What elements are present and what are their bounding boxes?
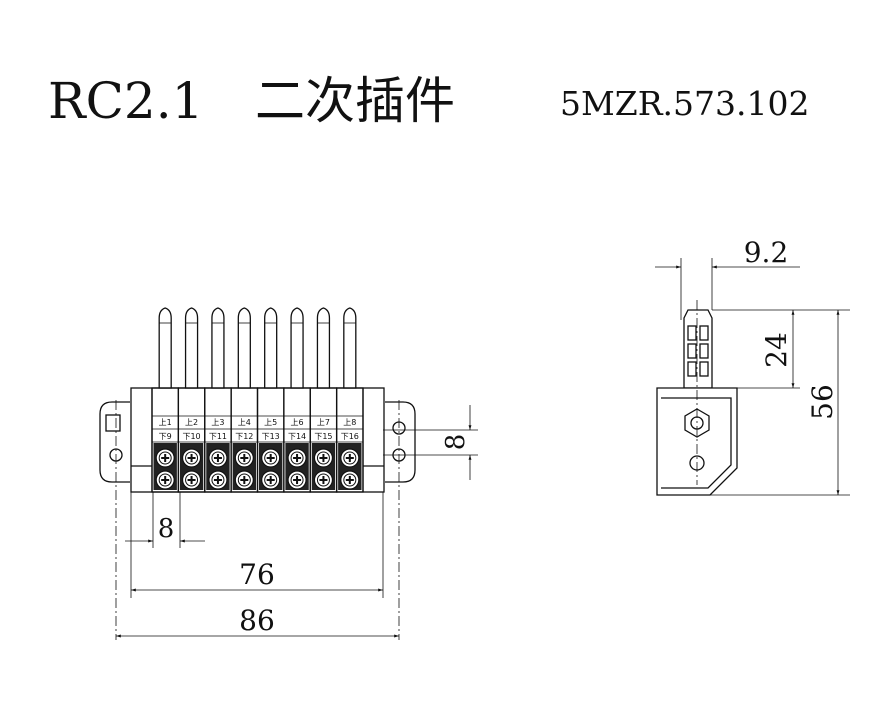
dim-overall-height: 56: [806, 384, 839, 420]
lower-terminal-label: 下11: [209, 432, 227, 441]
dim-vertical-pitch: 8: [441, 434, 471, 451]
terminal-screw-icon[interactable]: [234, 448, 254, 468]
dim-overall-width: 86: [239, 604, 275, 637]
upper-terminal-label: 上4: [238, 418, 251, 427]
lower-terminal-label: 下12: [235, 432, 253, 441]
dim-pitch: 8: [158, 514, 175, 544]
dim-inner-width: 76: [239, 558, 275, 591]
terminal-column: 上2 下10: [177, 307, 206, 493]
lower-terminal-label: 下13: [262, 432, 280, 441]
lower-terminal-label: 下16: [341, 432, 359, 441]
terminal-screw-icon[interactable]: [261, 470, 281, 490]
upper-terminal-label: 上2: [185, 418, 198, 427]
terminal-screw-icon[interactable]: [155, 470, 175, 490]
upper-terminal-label: 上6: [291, 418, 304, 427]
terminal-column: 上4 下12: [230, 307, 259, 493]
drawing-code: 5MZR.573.102: [560, 84, 810, 123]
side-view: [656, 300, 738, 496]
terminal-screw-icon[interactable]: [208, 448, 228, 468]
title-model: RC2.1: [48, 72, 203, 130]
terminal-column: 上3 下11: [204, 307, 232, 493]
pin: [264, 307, 278, 389]
dim-thickness: 9.2: [744, 236, 789, 269]
upper-terminal-label: 上3: [211, 418, 224, 427]
left-mounting-ear: [99, 401, 130, 483]
right-mounting-ear: [385, 401, 416, 483]
side-body: [656, 387, 738, 496]
terminal-screw-icon[interactable]: [181, 448, 202, 468]
pin: [316, 307, 331, 389]
terminal-screw-icon[interactable]: [181, 470, 202, 490]
terminal-screw-icon[interactable]: [340, 448, 360, 468]
dim-pin-height: 24: [760, 332, 793, 368]
terminal-column: 上1 下9: [151, 307, 180, 493]
terminal-screw-icon[interactable]: [261, 448, 281, 468]
terminal-screw-icon[interactable]: [234, 470, 254, 490]
upper-terminal-label: 上7: [317, 418, 330, 427]
lower-terminal-label: 下14: [288, 432, 306, 441]
front-dimensions: 8 8 76 86: [116, 405, 478, 638]
pin: [237, 307, 251, 389]
title-name: 二次插件: [255, 72, 455, 130]
upper-terminal-label: 上5: [264, 418, 277, 427]
pin: [343, 307, 357, 389]
terminal-screw-icon[interactable]: [155, 448, 175, 468]
terminal-screw-icon[interactable]: [340, 470, 360, 490]
pin: [290, 307, 304, 389]
side-dimensions: 9.2 24 56: [655, 236, 850, 496]
terminal-column: 上6 下14: [283, 307, 311, 493]
lower-terminal-label: 下15: [314, 432, 332, 441]
upper-terminal-label: 上1: [159, 418, 172, 427]
terminal-screw-icon[interactable]: [313, 448, 334, 468]
terminal-screw-icon[interactable]: [287, 448, 307, 468]
terminal-screw-icon[interactable]: [313, 470, 334, 490]
lower-terminal-label: 下9: [159, 432, 172, 441]
pin: [184, 307, 199, 389]
pin: [211, 307, 225, 389]
upper-terminal-label: 上8: [343, 418, 356, 427]
terminal-column: 上5 下13: [256, 307, 285, 493]
terminal-column: 上8 下16: [335, 307, 364, 493]
lower-terminal-label: 下10: [182, 432, 200, 441]
ground-nut: [105, 414, 121, 432]
terminal-screw-icon[interactable]: [287, 470, 307, 490]
hex-nut: [684, 408, 710, 438]
pin: [158, 307, 172, 389]
front-view: 上1 下9 上2 下10 上3 下11 上4 下12 上5 下13 上6 下14 上7 下15 上8 下16: [99, 307, 416, 640]
terminal-screw-icon[interactable]: [208, 470, 228, 490]
